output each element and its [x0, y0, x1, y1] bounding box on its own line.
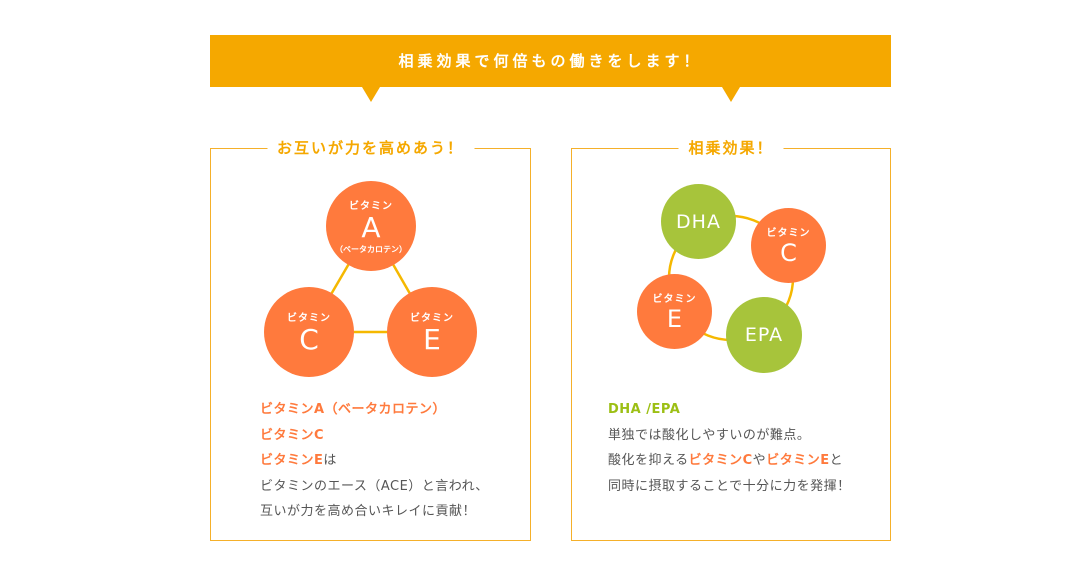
text-line: 酸化を抑えるビタミンCやビタミンEと [608, 448, 851, 474]
left-panel-title: お互いが力を高めあう！ [266, 138, 475, 158]
vitamin-c-circle: ビタミン C [751, 208, 826, 283]
vitamin-e-circle: ビタミン E [637, 274, 712, 349]
right-panel-title: 相乗効果！ [678, 138, 784, 158]
circle-label: ビタミン [287, 312, 331, 324]
circle-letter: DHA [676, 210, 721, 233]
text: や [752, 453, 767, 468]
circle-letter: C [780, 239, 797, 267]
highlight: ビタミンC [688, 453, 753, 468]
dha-circle: DHA [661, 184, 736, 259]
highlight: ビタミンE [766, 453, 830, 468]
text-line: 同時に摂取することで十分に力を発揮！ [608, 478, 851, 494]
text-line: 単独では酸化しやすいのが難点。 [608, 427, 811, 443]
vitamin-c-circle: ビタミン C [264, 287, 354, 377]
text-line: ビタミンEは [260, 448, 489, 474]
text-line: ビタミンC [260, 427, 325, 443]
epa-circle: EPA [726, 297, 802, 373]
left-description: ビタミンA（ベータカロテン） ビタミンC ビタミンEは ビタミンのエース（ACE… [260, 397, 489, 525]
right-description: DHA /EPA 単独では酸化しやすいのが難点。 酸化を抑えるビタミンCやビタミ… [608, 397, 851, 499]
highlight: ビタミンE [260, 453, 324, 468]
circle-label: ビタミン [766, 228, 811, 239]
text: と [829, 453, 844, 468]
triangle-connector [306, 223, 435, 334]
left-panel: お互いが力を高めあう！ [210, 138, 531, 541]
vitamin-a-circle: ビタミン A （ベータカロテン） [326, 181, 416, 271]
circle-label: ビタミン [652, 294, 697, 305]
right-panel: 相乗効果！ [571, 138, 891, 541]
circle-sub: （ベータカロテン） [335, 245, 407, 254]
text-line: ビタミンのエース（ACE）と言われ、 [260, 478, 489, 494]
circle-letter: EPA [744, 324, 784, 346]
circle-letter: A [361, 211, 381, 244]
text: 酸化を抑える [608, 453, 689, 468]
text-line: 互いが力を高め合いキレイに貢献！ [260, 504, 477, 519]
circle-label: ビタミン [349, 201, 393, 212]
text: は [323, 453, 337, 468]
circle-letter: E [666, 305, 683, 333]
vitamin-e-circle: ビタミン E [387, 287, 477, 377]
banner-pointer [722, 87, 740, 102]
circle-letter: E [423, 322, 441, 356]
banner: 相乗効果で何倍もの働きをします！ [210, 35, 891, 87]
circle-letter: C [299, 322, 319, 356]
circle-label: ビタミン [410, 312, 454, 324]
text-line: ビタミンA（ベータカロテン） [260, 402, 447, 417]
text-heading: DHA /EPA [608, 402, 681, 417]
banner-pointer [362, 87, 380, 102]
